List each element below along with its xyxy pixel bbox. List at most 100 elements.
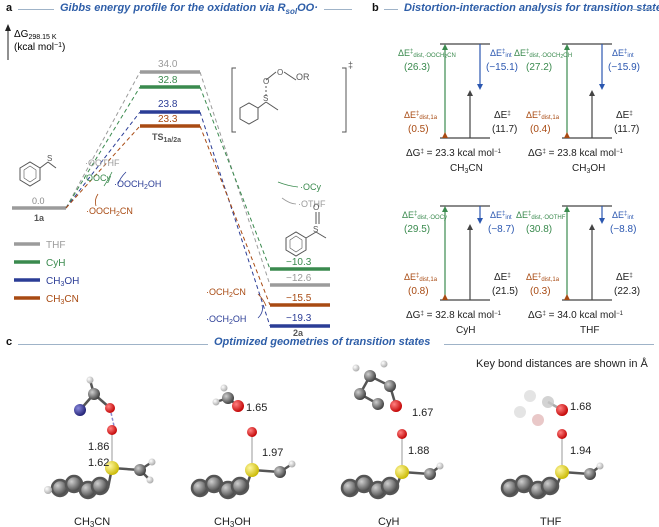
panel-c-label: c [6,336,13,348]
product-sulfur-label: S [313,225,318,234]
svg-text:(21.5): (21.5) [492,286,518,297]
svg-text:(11.7): (11.7) [614,124,639,135]
svg-text:(30.8): (30.8) [526,224,552,235]
svg-text:ΔE‡dist,·OOCy: ΔE‡dist,·OOCy [402,210,447,221]
curved-arrow [94,193,99,207]
ts-dagger: ‡ [348,60,353,70]
svg-text:(−8.8): (−8.8) [610,224,636,235]
svg-text:(22.3): (22.3) [614,286,640,297]
svg-text:ΔE‡dist,1a: ΔE‡dist,1a [526,110,560,121]
label-och2cn: ·OCH2CN [206,287,246,299]
panel-a-label: a [6,2,13,14]
ts-geometry-ch3oh [190,384,296,500]
ts1-name: CH3CN [74,516,110,527]
header-rule [324,9,352,10]
ts1-distance-2: 1.86 [88,441,109,453]
ts-oxygen-label: O [263,77,269,86]
panel-b-title: Distortion-interaction analysis for tran… [404,2,659,14]
panel-b-label: b [372,2,379,14]
bond-distance-note: Key bond distances are shown in Å [476,358,648,370]
label-ooch2oh: ·OOCH2OH [114,179,161,191]
ts3-distance-1: 1.67 [412,407,433,419]
label-ocy: ·OCy [300,182,321,192]
ts-structure-sketch [231,67,347,133]
panel-a-title: Gibbs energy profile for the oxidation v… [60,2,318,17]
product-energy-cyh: −10.3 [286,257,312,268]
svg-text:ΔE‡dist,1a: ΔE‡dist,1a [404,272,438,283]
svg-text:(−15.9): (−15.9) [608,62,640,73]
ts-geometry-ch3cn [44,376,156,500]
legend-label-thf: THF [46,240,65,251]
curved-arrow [257,304,263,319]
product-energy-ch3oh: −19.3 [286,313,312,324]
svg-text:ΔG‡ = 23.3 kcal mol−1: ΔG‡ = 23.3 kcal mol−1 [406,148,502,159]
header-rule [630,9,654,10]
svg-text:ΔE‡: ΔE‡ [494,110,511,121]
ts4-name: THF [540,516,562,527]
ts-geometries: 1.62 1.86 CH3CN 1.65 1.97 CH3OH [44,360,604,527]
svg-text:ΔE‡int: ΔE‡int [490,48,512,59]
svg-text:(11.7): (11.7) [492,124,517,135]
svg-text:CH3OH: CH3OH [572,163,605,175]
reactant-energy: 0.0 [32,196,45,206]
dashed-connectors [65,71,271,327]
svg-text:ΔE‡dist,·OOCH2CN: ΔE‡dist,·OOCH2CN [398,48,456,60]
ts-sulfur-label: S [263,94,268,103]
legend-label-ch3oh: CH3OH [46,276,79,288]
di-panel-ch3cn: ΔE‡dist,·OOCH2CN (26.3) ΔE‡int (−15.1) Δ… [398,43,518,175]
svg-text:(0.5): (0.5) [408,124,429,135]
svg-text:ΔE‡dist,1a: ΔE‡dist,1a [404,110,438,121]
svg-text:ΔE‡: ΔE‡ [494,272,511,283]
svg-text:CH3CN: CH3CN [450,163,483,175]
sulfur-atom-label: S [47,154,52,163]
svg-text:ΔG‡ = 34.0 kcal mol−1: ΔG‡ = 34.0 kcal mol−1 [528,310,624,321]
y-axis-label: ΔG298.15 K [14,29,57,41]
svg-text:ΔE‡dist,·OOTHF: ΔE‡dist,·OOTHF [516,210,566,221]
ts4-distance-2: 1.94 [570,445,591,457]
svg-text:CyH: CyH [456,325,475,336]
distortion-interaction-diagram: ΔE‡dist,·OOCH2CN (26.3) ΔE‡int (−15.1) Δ… [398,43,640,336]
ts-geometry-cyh [340,360,444,500]
svg-text:ΔG‡ = 23.8 kcal mol−1: ΔG‡ = 23.8 kcal mol−1 [528,148,624,159]
svg-text:ΔE‡: ΔE‡ [616,272,633,283]
svg-text:ΔE‡int: ΔE‡int [612,210,634,221]
ts-energy-ch3cn: 23.3 [158,114,178,125]
ts2-distance-2: 1.97 [262,447,283,459]
energy-profile-diagram: ΔG298.15 K (kcal mol−1) S 0.0 1a 34.0 32… [5,24,353,336]
svg-text:THF: THF [580,325,599,336]
svg-text:ΔE‡int: ΔE‡int [490,210,512,221]
ts-energy-ch3oh: 23.8 [158,99,178,110]
header-rule [18,344,208,345]
ts3-name: CyH [378,516,399,527]
ts-label: TS1a/2a [152,132,181,144]
svg-text:ΔE‡dist,1a: ΔE‡dist,1a [526,272,560,283]
ts2-distance-1: 1.65 [246,402,267,414]
y-axis-unit: (kcal mol−1) [14,42,65,53]
svg-text:ΔE‡dist,·OOCH2OH: ΔE‡dist,·OOCH2OH [514,48,572,60]
header-rule [18,9,54,10]
label-oothf: ·OOTHF [85,158,120,168]
label-och2oh: ·OCH2OH [206,314,246,326]
svg-text:(0.8): (0.8) [408,286,429,297]
ts3-distance-2: 1.88 [408,445,429,457]
ts-energy-cyh: 32.8 [158,75,178,86]
ts2-name: CH3OH [214,516,251,527]
ts4-distance-1: 1.68 [570,401,591,413]
svg-text:(−8.7): (−8.7) [488,224,514,235]
svg-text:ΔE‡int: ΔE‡int [612,48,634,59]
y-axis-arrowhead [5,24,11,31]
curved-arrow [103,171,113,187]
curved-arrow [117,171,127,185]
ts-geometry-thf [500,390,604,500]
curved-arrow [277,181,299,188]
svg-text:(0.4): (0.4) [530,124,551,135]
product-energy-thf: −12.6 [286,273,312,284]
legend-label-ch3cn: CH3CN [46,294,79,306]
legend-label-cyh: CyH [46,258,65,269]
di-panel-thf: ΔE‡dist,·OOTHF (30.8) ΔE‡int (−8.8) ΔE‡d… [516,205,640,336]
product-energy-ch3cn: −15.5 [286,293,312,304]
svg-text:(0.3): (0.3) [530,286,551,297]
svg-text:(27.2): (27.2) [526,62,552,73]
reactant-label: 1a [34,213,45,223]
di-panel-cyh: ΔE‡dist,·OOCy (29.5) ΔE‡int (−8.7) ΔE‡di… [402,205,518,336]
